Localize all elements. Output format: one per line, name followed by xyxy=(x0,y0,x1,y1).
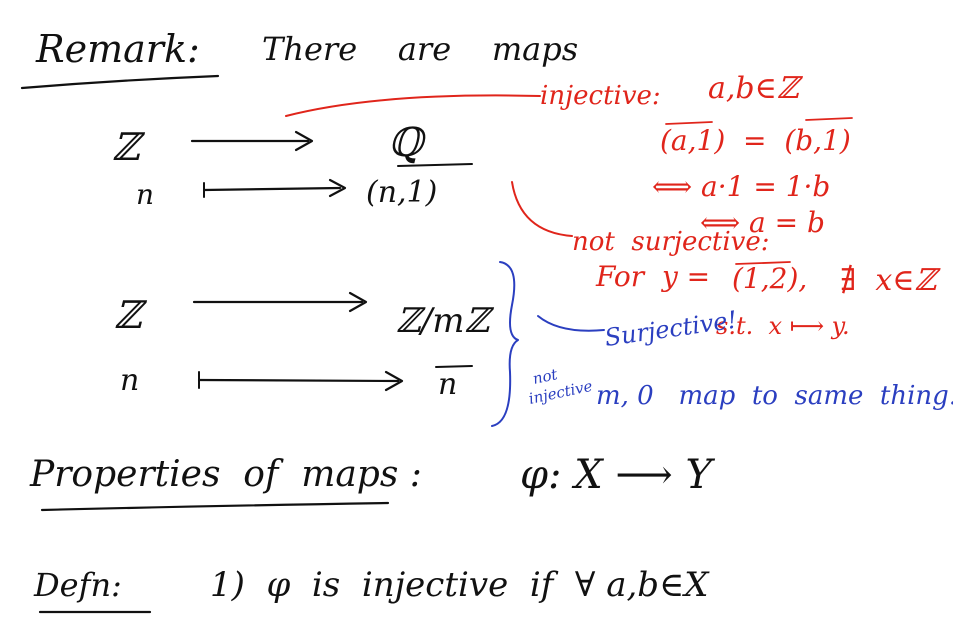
properties-underline xyxy=(40,501,390,512)
blue-brace xyxy=(491,261,519,427)
fraction-bar xyxy=(397,163,473,167)
iff-step-1: ⟺ a·1 = 1·b xyxy=(652,170,830,203)
blue-connector xyxy=(537,315,605,332)
such-that-text: s.t. x ⟼ y. xyxy=(716,312,850,340)
m-zero-same-note: m, 0 map to same thing. xyxy=(596,381,953,411)
injective-label: injective: xyxy=(540,81,661,111)
remark-heading: Remark: xyxy=(35,27,200,71)
no-x-exists: ∄ x∈ℤ xyxy=(840,263,941,298)
arrowhead-2 xyxy=(328,178,347,198)
ab-in-z: a,b∈ℤ xyxy=(708,71,804,106)
pair-equality: (a,1) = (b,1) xyxy=(660,124,851,157)
integers-symbol-2: ℤ xyxy=(114,293,148,337)
red-connector-injective xyxy=(285,94,541,117)
quotient-symbol: ℤ/mℤ xyxy=(396,301,495,341)
red-connector-surjective xyxy=(511,181,573,237)
pair-1-2: (1,2), xyxy=(732,262,807,295)
not-injective-note-line1: not xyxy=(531,365,560,388)
rationals-symbol: ℚ xyxy=(388,120,427,166)
for-y-text: For y = xyxy=(595,260,710,293)
iff-step-2: ⟺ a = b xyxy=(700,206,825,239)
pair-n-1: (n,1) xyxy=(366,175,437,210)
pair-overlines xyxy=(665,117,853,125)
element-n-1: n xyxy=(136,178,154,211)
not-surjective-label: not surjective: xyxy=(572,227,770,257)
pair12-overline xyxy=(735,261,791,265)
residue-class-n: n xyxy=(438,367,457,402)
arrowhead-1 xyxy=(294,130,314,152)
intro-text: There are maps xyxy=(262,30,578,68)
residue-overline xyxy=(435,365,473,368)
phi-map-statement: φ: X ⟶ Y xyxy=(520,452,715,498)
arrowhead-4 xyxy=(384,370,404,392)
element-n-2: n xyxy=(120,363,139,398)
arrowhead-3 xyxy=(348,291,368,313)
mapsto-arrow-2 xyxy=(197,378,400,383)
defn-label: Defn: xyxy=(33,566,122,604)
remark-underline xyxy=(20,74,220,90)
mapsto-arrow-1 xyxy=(202,186,342,192)
properties-heading: Properties of maps : xyxy=(29,454,422,495)
black-ink: Remark: There are maps ℤ ℚ n (n,1) ℤ ℤ/m… xyxy=(20,27,715,614)
blue-ink: Surjective! not injective m, 0 map to sa… xyxy=(491,261,953,427)
surjective-note: Surjective! xyxy=(603,306,739,352)
integers-symbol-1: ℤ xyxy=(112,125,146,169)
definition-injective: 1) φ is injective if ∀ a,b∈X xyxy=(210,565,710,605)
red-ink: injective: a,b∈ℤ (a,1) = (b,1) ⟺ a·1 = 1… xyxy=(285,71,941,340)
